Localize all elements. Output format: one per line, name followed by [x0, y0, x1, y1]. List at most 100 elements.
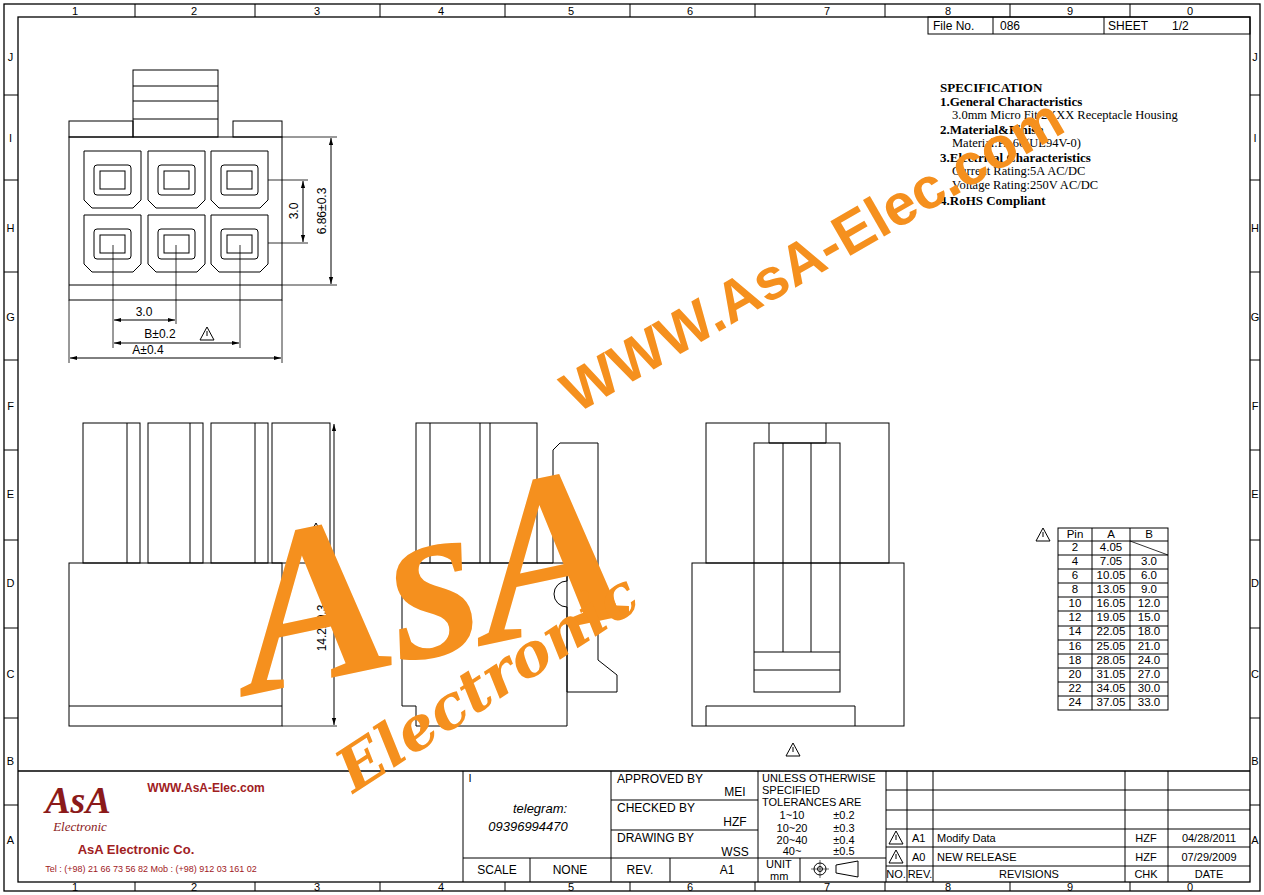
contact: Tel : (+98) 21 66 73 56 82 Mob : (+98) 9…: [45, 865, 257, 874]
table-cell: 3.0: [1141, 556, 1157, 568]
table-cell: 10.05: [1097, 570, 1126, 582]
tolerance-value: ±0.4: [833, 835, 854, 846]
table-cell: 13.05: [1097, 584, 1126, 596]
grid-number: 9: [1067, 882, 1073, 893]
rev-date: 04/28/2011: [1182, 833, 1236, 844]
grid-letter: J: [1252, 52, 1258, 63]
table-cell: 30.0: [1138, 683, 1160, 695]
mark: I: [468, 773, 471, 784]
unit-value: mm: [770, 871, 788, 882]
table-header: A: [1107, 529, 1115, 541]
website: WWW.AsA-Elec.com: [147, 782, 264, 794]
field-label: REV.: [627, 864, 654, 876]
revision-triangles: [200, 327, 1050, 863]
field-label: CHECKED BY: [617, 802, 695, 814]
dimension: 3.0: [288, 203, 300, 220]
table-cell: 7.05: [1100, 556, 1122, 568]
grid-letter: B: [1251, 756, 1258, 767]
frame: [4, 4, 1260, 891]
sheet-number: 1/2: [1172, 20, 1189, 32]
table-cell: 18: [1069, 655, 1082, 667]
table-header: Pin: [1067, 529, 1084, 541]
grid-number: 0: [1187, 882, 1193, 893]
tolerance-range: 1~10: [780, 810, 805, 821]
grid-letter: A: [7, 835, 14, 846]
dimension: B±0.2: [144, 328, 175, 340]
file-label: File No.: [933, 20, 974, 32]
column-header: REVISIONS: [999, 869, 1059, 880]
tolerance-range: 10~20: [777, 823, 808, 834]
grid-number: 3: [314, 882, 320, 893]
tolerance-value: ±0.3: [833, 823, 854, 834]
grid-number: 2: [191, 5, 197, 16]
pin-table-grid: [1058, 528, 1168, 710]
grid-number: 1: [72, 5, 78, 16]
tolerance-range: 20~40: [777, 835, 808, 846]
grid-letter: J: [8, 52, 14, 63]
table-cell: 33.0: [1138, 697, 1160, 709]
table-cell: 24: [1069, 697, 1082, 709]
table-cell: 31.05: [1097, 669, 1126, 681]
tolerance-note: SPECIFIED: [762, 785, 820, 796]
table-cell: 16.05: [1097, 599, 1126, 611]
field-value: HZF: [723, 816, 746, 828]
rev-description: NEW RELEASE: [937, 852, 1016, 863]
title-block: [18, 771, 1250, 882]
tolerance-note: TOLERANCES ARE: [762, 797, 861, 808]
logo: AsA: [45, 781, 110, 819]
telegram-label: telegram:: [513, 802, 567, 815]
table-cell: 27.0: [1138, 669, 1160, 681]
table-cell: 28.05: [1097, 655, 1126, 667]
column-header: CHK: [1134, 869, 1157, 880]
table-cell: 4: [1072, 556, 1078, 568]
grid-number: 4: [438, 882, 444, 893]
checker: HZF: [1135, 852, 1156, 863]
tolerance-note: UNLESS OTHERWISE: [762, 773, 876, 784]
table-cell: 24.0: [1138, 655, 1160, 667]
table-cell: 34.05: [1097, 683, 1126, 695]
table-cell: 37.05: [1097, 697, 1126, 709]
table-cell: 21.0: [1138, 641, 1160, 653]
table-cell: 9.0: [1141, 584, 1157, 596]
grid-letter: C: [7, 669, 15, 680]
logo-text: Electronic: [53, 820, 107, 833]
table-cell: 14: [1069, 627, 1082, 639]
table-cell: 8: [1072, 584, 1078, 596]
tolerance-value: ±0.2: [833, 810, 854, 821]
grid-number: 1: [72, 882, 78, 893]
field-value: MEI: [724, 786, 745, 798]
dimension: 3.0: [136, 306, 153, 318]
rev-number: A0: [912, 852, 925, 863]
rev-date: 07/29/2009: [1181, 852, 1236, 863]
grid-letter: E: [7, 489, 14, 500]
rear-view: [692, 423, 904, 726]
grid-number: 8: [945, 882, 951, 893]
unit-label: UNIT: [766, 859, 792, 870]
column-header: NO.: [886, 869, 906, 880]
telegram-number: 09396994470: [488, 820, 568, 833]
table-cell: 12: [1069, 613, 1082, 625]
table-cell: 15.0: [1138, 613, 1160, 625]
tolerance-range: 40~: [783, 846, 802, 857]
grid-number: 2: [191, 882, 197, 893]
table-cell: 18.0: [1138, 627, 1160, 639]
grid-letter: H: [1251, 223, 1259, 234]
table-cell: 25.05: [1097, 641, 1126, 653]
table-cell: 2: [1072, 542, 1078, 554]
grid-letter: I: [1253, 133, 1256, 144]
spec-heading: SPECIFICATION: [940, 81, 1042, 94]
grid-number: 5: [568, 882, 574, 893]
grid-number: 7: [824, 882, 830, 893]
grid-letter: B: [7, 756, 14, 767]
grid-letter: D: [1251, 578, 1259, 589]
table-cell: 20: [1069, 669, 1082, 681]
sheet-label: SHEET: [1108, 20, 1148, 32]
company-name: AsA Electronic Co.: [78, 843, 195, 856]
table-cell: 6: [1072, 570, 1078, 582]
grid-number: 9: [1067, 5, 1073, 16]
table-cell: 22.05: [1097, 627, 1126, 639]
grid-number: 5: [568, 5, 574, 16]
grid-number: 0: [1187, 5, 1193, 16]
grid-letter: F: [7, 401, 14, 412]
grid-number: 4: [438, 5, 444, 16]
